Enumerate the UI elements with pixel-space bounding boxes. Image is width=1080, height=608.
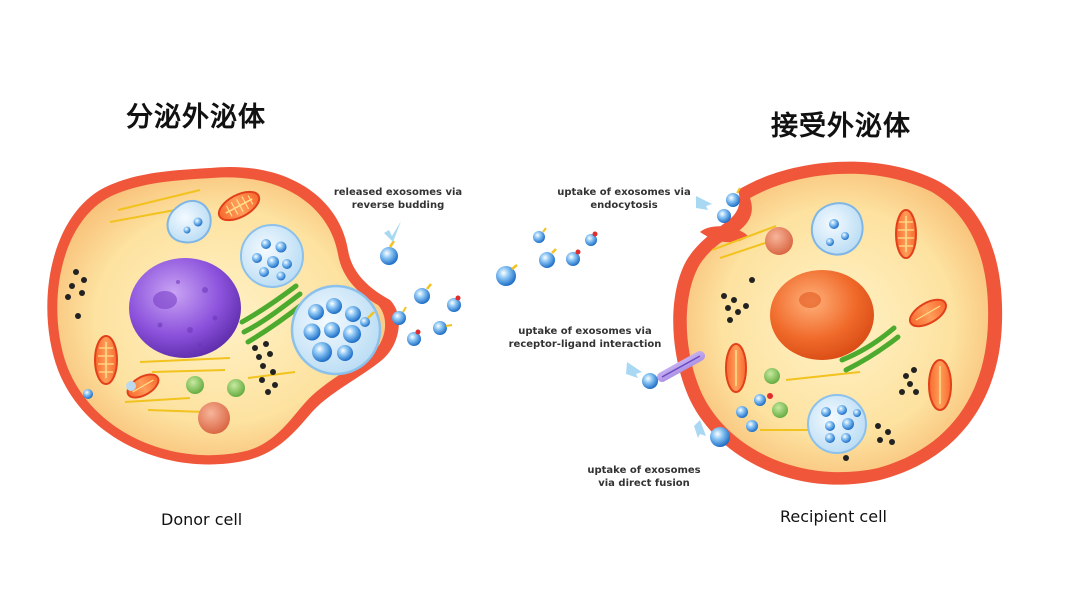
donor-green-vesicle-2	[227, 379, 245, 397]
annotation-released-line2: reverse budding	[351, 200, 445, 211]
recipient-endosome	[810, 202, 864, 256]
recipient-nucleus	[770, 270, 874, 360]
receptor-ligand-complex	[642, 351, 705, 389]
exosome	[447, 295, 461, 312]
annotation-receptor-line2: receptor-ligand interaction	[508, 339, 662, 350]
donor-title: 分泌外泌体	[126, 102, 266, 133]
recipient-golgi	[839, 325, 901, 373]
exosome	[380, 240, 398, 265]
annotation-endocytosis-line1: uptake of exosomes via	[557, 187, 691, 198]
donor-mvb-top	[240, 224, 304, 288]
recipient-mitochondrion-mid	[908, 298, 948, 328]
exosome	[566, 249, 581, 266]
released-exosomes	[380, 227, 598, 346]
recipient-cell	[642, 161, 1003, 485]
donor-chromatin	[157, 280, 218, 347]
recipient-title: 接受外泌体	[771, 111, 911, 142]
donor-nucleolus	[153, 291, 177, 309]
donor-cell	[47, 166, 399, 465]
exosome	[533, 227, 547, 243]
exosome	[414, 283, 432, 304]
recipient-mvb	[807, 394, 867, 454]
donor-caption: Donor cell	[161, 510, 243, 529]
annotation-endocytosis-line2: endocytosis	[590, 200, 658, 211]
endocytosis-pit	[700, 226, 748, 243]
recipient-caption: Recipient cell	[780, 507, 887, 526]
exosome	[539, 248, 557, 268]
annotation-released-line1: released exosomes via	[333, 187, 463, 198]
recipient-mitochondrion-left	[725, 343, 747, 393]
annotation-endocytosis: uptake of exosomes via endocytosis	[548, 186, 700, 212]
annotation-released: released exosomes via reverse budding	[318, 186, 478, 212]
donor-endosome	[166, 199, 212, 244]
donor-nucleus	[129, 258, 241, 358]
arrow-fusion	[694, 420, 706, 438]
arrow-endocytosis	[696, 196, 712, 210]
annotation-fusion-line2: via direct fusion	[598, 478, 690, 489]
annotation-receptor: uptake of exosomes via receptor-ligand i…	[500, 325, 670, 351]
annotation-fusion: uptake of exosomes via direct fusion	[570, 464, 718, 490]
recipient-ribosomes	[721, 277, 919, 461]
annotation-arrows	[384, 196, 712, 438]
recipient-mitochondrion-bottom-right	[928, 359, 952, 411]
direct-fusion-exosome	[710, 427, 730, 447]
donor-green-vesicle-1	[186, 376, 204, 394]
donor-mitochondrion-top	[217, 190, 261, 222]
exosome	[433, 321, 453, 335]
donor-lysosome	[198, 402, 230, 434]
donor-mvb-fusing	[290, 284, 382, 376]
recipient-lysosome	[765, 227, 793, 255]
exosome	[496, 264, 518, 286]
exosome	[392, 306, 407, 325]
recipient-mitochondrion-right	[895, 209, 917, 259]
donor-mitochondrion-bottom	[126, 373, 160, 399]
exosome	[585, 231, 598, 246]
donor-ribosomes	[65, 269, 278, 395]
arrow-receptor	[626, 362, 642, 378]
donor-cytoskeleton	[109, 189, 296, 413]
arrow-released	[384, 221, 401, 242]
annotation-fusion-line1: uptake of exosomes	[587, 465, 701, 476]
annotation-receptor-line1: uptake of exosomes via	[518, 326, 652, 337]
donor-mitochondrion-left	[94, 335, 118, 385]
exosome	[407, 329, 421, 346]
